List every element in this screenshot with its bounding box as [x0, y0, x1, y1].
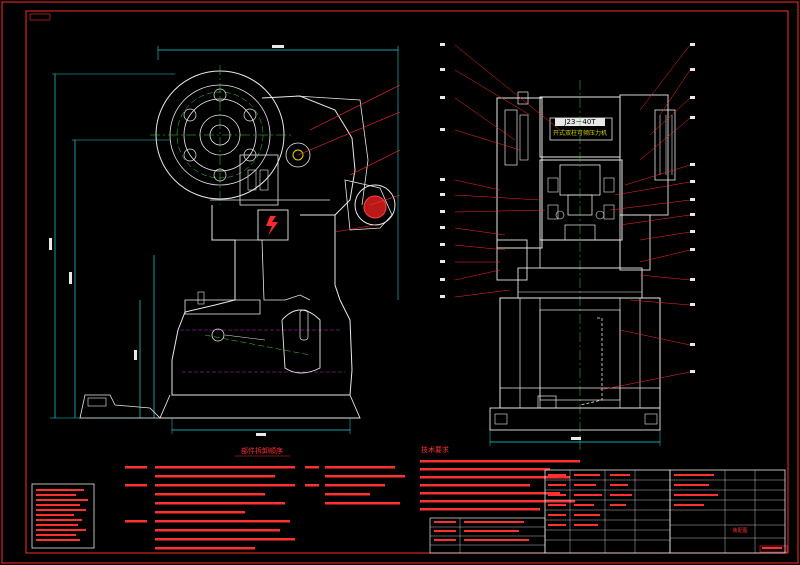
height-dim-value-3 — [134, 350, 137, 360]
height-dim-value-1 — [49, 238, 52, 250]
title-block-name: 装配图 — [732, 527, 747, 534]
side-view — [49, 45, 401, 436]
front-dim-value — [571, 437, 581, 440]
base-dim-value — [256, 433, 266, 436]
electric-hazard-icon — [266, 216, 278, 236]
front-view: J23－40T 开式双柱可倾压力机 — [489, 80, 676, 450]
banner-subtitle: 开式双柱可倾压力机 — [553, 129, 607, 137]
side-view-caption: 部件拆卸顺序 — [241, 446, 283, 455]
notes-heading: 技术要求 — [421, 445, 449, 454]
width-dim-value — [272, 45, 284, 48]
title-block: 装配图 — [429, 469, 786, 554]
side-view-notes: 部件拆卸顺序 — [125, 446, 405, 550]
right-balloons — [599, 43, 695, 391]
height-dim-value-2 — [69, 272, 72, 284]
technical-requirements: 技术要求 — [420, 445, 580, 511]
parts-legend-box — [31, 483, 95, 549]
left-balloons — [440, 43, 561, 298]
